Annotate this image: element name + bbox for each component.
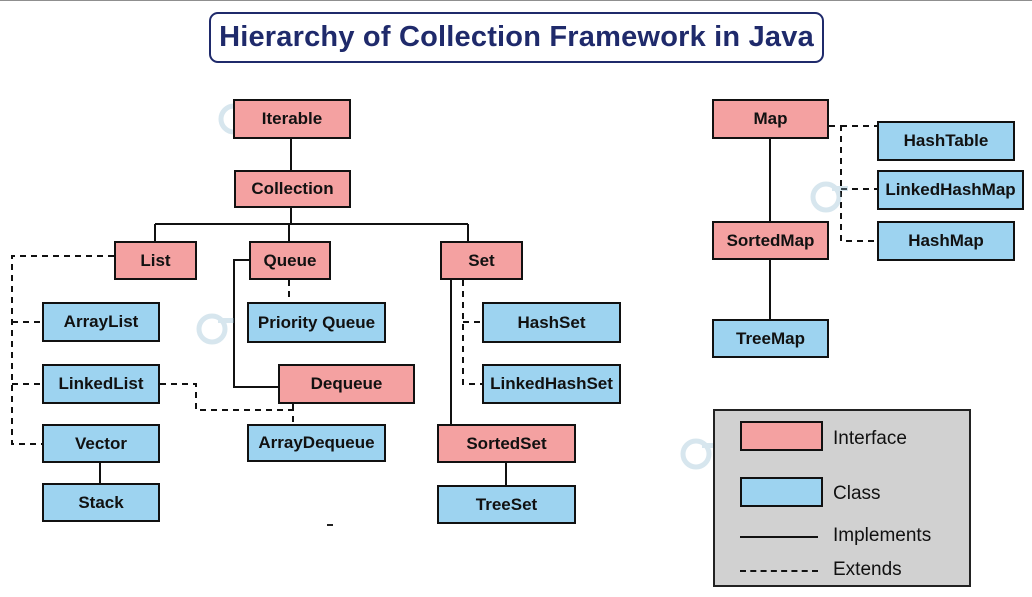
diagram-title: Hierarchy of Collection Framework in Jav…: [209, 12, 824, 63]
legend-implements-label: Implements: [833, 525, 932, 546]
node-sortedmap: SortedMap: [712, 221, 829, 260]
legend-interface-label: Interface: [833, 428, 907, 449]
node-map: Map: [712, 99, 829, 139]
node-queue: Queue: [249, 241, 331, 280]
watermark-logo-icon: [196, 313, 234, 345]
legend-extends-label: Extends: [833, 559, 902, 580]
node-treemap: TreeMap: [712, 319, 829, 358]
node-treeset: TreeSet: [437, 485, 576, 524]
node-hashtable: HashTable: [877, 121, 1015, 161]
node-dequeue: Dequeue: [278, 364, 415, 404]
watermark-logo-icon: [680, 438, 718, 470]
legend-extends-line: [740, 570, 818, 572]
node-linkedhashset: LinkedHashSet: [482, 364, 621, 404]
node-iterable: Iterable: [233, 99, 351, 139]
node-linkedhashmap: LinkedHashMap: [877, 170, 1024, 210]
legend-class-swatch: [740, 477, 823, 507]
dash-list-classes: [11, 255, 114, 445]
line-queue-dequeue: [233, 259, 278, 388]
dash-set-classes: [462, 280, 482, 385]
node-hashset: HashSet: [482, 302, 621, 343]
stray-dash-mark: [327, 524, 333, 526]
watermark-logo-icon: [810, 181, 848, 213]
node-list: List: [114, 241, 197, 280]
legend-box: Interface Class Implements Extends: [713, 409, 971, 587]
node-sortedset: SortedSet: [437, 424, 576, 463]
dash-map-classes: [829, 125, 877, 242]
node-priority-queue: Priority Queue: [247, 302, 386, 343]
legend-class-label: Class: [833, 483, 881, 504]
node-stack: Stack: [42, 483, 160, 522]
node-collection: Collection: [234, 170, 351, 208]
top-border-line: [0, 0, 1032, 1]
node-hashmap: HashMap: [877, 221, 1015, 261]
node-set: Set: [440, 241, 523, 280]
node-arraydequeue: ArrayDequeue: [247, 424, 386, 462]
node-linkedlist: LinkedList: [42, 364, 160, 404]
dash-linkedlist-deque: [160, 383, 294, 424]
node-vector: Vector: [42, 424, 160, 463]
node-arraylist: ArrayList: [42, 302, 160, 342]
legend-interface-swatch: [740, 421, 823, 451]
legend-implements-line: [740, 536, 818, 538]
